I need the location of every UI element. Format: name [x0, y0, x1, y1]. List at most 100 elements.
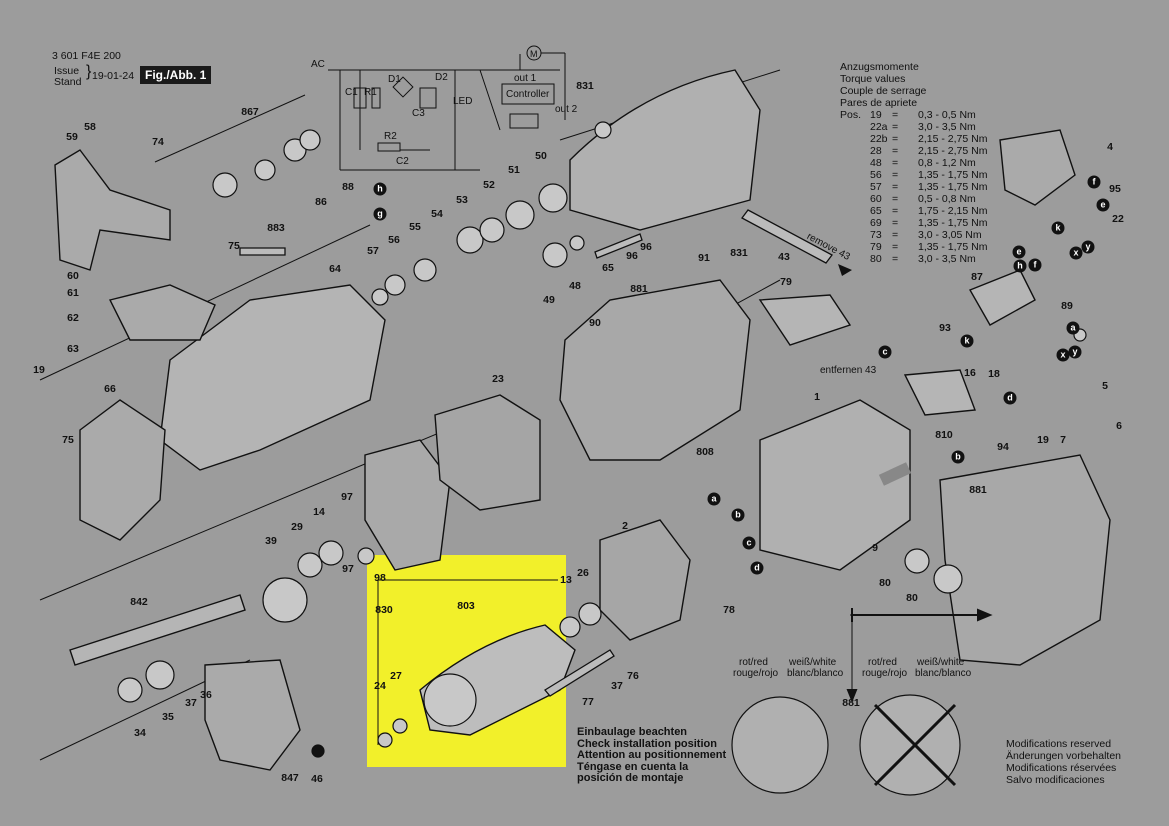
circuit-controller: Controller: [506, 89, 550, 100]
torque-eq: =: [892, 241, 899, 253]
part-number-label: 26: [577, 567, 589, 579]
part-number-label: 1: [814, 391, 820, 403]
circuit-r2: R2: [384, 131, 397, 142]
part-number-label: 49: [543, 294, 555, 306]
connection-letter-callout: x: [1056, 348, 1070, 362]
part-number-label: 54: [431, 208, 443, 220]
torque-value: 0,5 - 0,8 Nm: [918, 193, 976, 205]
issue-label: Issue: [54, 65, 80, 77]
torque-pos: 22a: [870, 121, 888, 133]
part-number-label: 59: [66, 131, 78, 143]
torque-eq: =: [892, 205, 899, 217]
connection-letter-callout: a: [1066, 321, 1080, 335]
part-number-label: 14: [313, 506, 325, 518]
part-number-label: 2: [622, 520, 628, 532]
part-number-label: 847: [281, 772, 299, 784]
part-number-label: 96: [640, 241, 652, 253]
part-number-label: 34: [134, 727, 146, 739]
stand-label: Stand: [54, 76, 82, 88]
part-number-label: 7: [1060, 434, 1066, 446]
part-number-label: 35: [162, 711, 174, 723]
part-number-label: 75: [62, 434, 74, 446]
torque-pos: 60: [870, 193, 882, 205]
part-number-label: 78: [723, 604, 735, 616]
connection-letter-callout: g: [373, 207, 387, 221]
mods-line: Modifications reserved: [1006, 738, 1112, 750]
torque-pos: 56: [870, 169, 882, 181]
part-number-label: 803: [457, 600, 475, 612]
part-number-label: 56: [388, 234, 400, 246]
part-number-label: 95: [1109, 183, 1121, 195]
wire-label-rouge-2: rouge/rojo: [862, 668, 908, 679]
torque-pos: 22b: [870, 133, 888, 145]
part-number-label: 4: [1107, 141, 1113, 153]
part-number-label: 881: [969, 484, 987, 496]
modifications-note: Modifications reserved Änderungen vorbeh…: [1006, 738, 1121, 786]
part-number-label: 881: [842, 697, 860, 709]
torque-pos: 48: [870, 157, 882, 169]
connection-letter-callout: y: [1068, 345, 1082, 359]
part-number-label: 87: [971, 271, 983, 283]
connection-letter-callout: c: [878, 345, 892, 359]
torque-pos: 69: [870, 217, 882, 229]
part-number-label: 63: [67, 343, 79, 355]
connection-letter-callout: y: [1081, 240, 1095, 254]
doc-number: 3 601 F4E 200: [52, 50, 121, 62]
circuit-out1: out 1: [514, 73, 537, 84]
part-number-label: 18: [988, 368, 1000, 380]
connection-letter-callout: f: [1087, 175, 1101, 189]
torque-value: 0,8 - 1,2 Nm: [918, 157, 976, 169]
circuit-d1: D1: [388, 74, 401, 85]
part-number-label: 90: [589, 317, 601, 329]
torque-eq: =: [892, 109, 899, 121]
wire-label-red-2: rot/red: [868, 657, 897, 668]
install-note-line: Téngase en cuenta la: [577, 760, 689, 773]
part-number-label: 60: [67, 270, 79, 282]
part-number-label: 97: [341, 491, 353, 503]
part-number-label: 93: [939, 322, 951, 334]
part-number-label: 37: [611, 680, 623, 692]
issue-date: 19-01-24: [92, 70, 135, 82]
torque-eq: =: [892, 229, 899, 241]
part-number-label: 96: [626, 250, 638, 262]
torque-pos: 28: [870, 145, 882, 157]
torque-eq: =: [892, 193, 899, 205]
connection-letter-callout: h: [373, 182, 387, 196]
part-number-label: 80: [906, 592, 918, 604]
torque-value: 2,15 - 2,75 Nm: [918, 133, 988, 145]
part-number-label: 98: [374, 572, 386, 584]
circuit-c2: C2: [396, 156, 409, 167]
connection-letter-callout: k: [960, 334, 974, 348]
torque-pos: 57: [870, 181, 882, 193]
part-number-label: 881: [630, 283, 648, 295]
install-note-line: posición de montaje: [577, 772, 684, 784]
part-number-label: 61: [67, 287, 79, 299]
torque-value: 3,0 - 3,5 Nm: [918, 253, 976, 265]
part-number-label: 16: [964, 367, 976, 379]
part-number-label: 74: [152, 136, 164, 148]
circuit-motor: M: [530, 49, 538, 59]
torque-value: 3,0 - 3,05 Nm: [918, 229, 982, 241]
torque-eq: =: [892, 253, 899, 265]
part-number-label: 37: [185, 697, 197, 709]
part-number-label: 19: [1037, 434, 1049, 446]
wire-label-blanc: blanc/blanco: [787, 668, 844, 679]
torque-table: Anzugsmomente Torque values Couple de se…: [840, 61, 1000, 271]
part-number-label: 91: [698, 252, 710, 264]
connection-letter-callout: k: [1051, 221, 1065, 235]
wire-label-red: rot/red: [739, 657, 768, 668]
connection-letter-callout: d: [1003, 391, 1017, 405]
torque-value: 3,0 - 3,5 Nm: [918, 121, 976, 133]
part-number-label: 97: [342, 563, 354, 575]
part-number-label: 867: [241, 106, 259, 118]
circuit-out2: out 2: [555, 104, 578, 115]
part-number-label: 51: [508, 164, 520, 176]
part-number-label: 27: [390, 670, 402, 682]
part-number-label: 80: [879, 577, 891, 589]
wire-label-white: weiß/white: [789, 657, 837, 668]
connection-letter-callout: c: [742, 536, 756, 550]
torque-eq: =: [892, 217, 899, 229]
connection-letter-callout: x: [1069, 246, 1083, 260]
part-number-label: 831: [576, 80, 594, 92]
install-note-line: Attention au positionnement: [577, 749, 727, 761]
